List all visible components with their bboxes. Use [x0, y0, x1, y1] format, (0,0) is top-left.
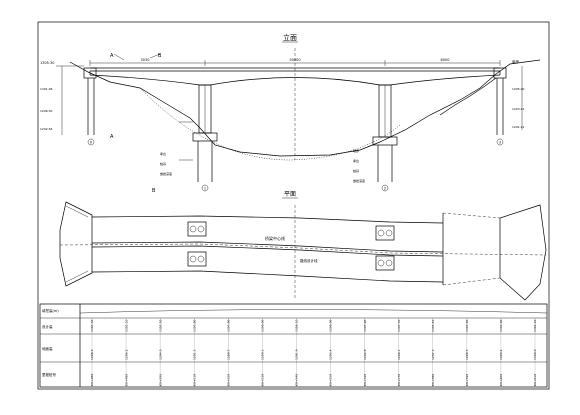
left-level-2: 1296.30	[40, 109, 52, 113]
ground-value: 1293.4	[329, 349, 333, 360]
section-mark-b-top: B	[158, 53, 162, 59]
station-label: K0+570	[397, 374, 401, 386]
right-abutment: 南岸 1295.00 1293.01 1291.21 3	[439, 59, 524, 146]
ground-value: 1296.1	[397, 349, 401, 360]
elevation-title: 立面	[283, 33, 297, 42]
station-label: K0+530	[261, 374, 265, 386]
table-columns: 1304.50 1298.6K0+480 1305.10 1296.2K0+490 13…	[90, 318, 537, 387]
design-value: 1306.10	[295, 320, 299, 332]
drawing-border	[37, 21, 550, 390]
section-mark-a-top: A	[110, 53, 114, 59]
pier-1: 承台 桩基 嵌岩深度 1	[160, 84, 218, 192]
right-level-2: 1293.01	[512, 107, 524, 111]
ground-value: 1299.2	[499, 349, 503, 360]
section-mark-a-bottom: A	[110, 134, 114, 140]
ground-value: 1291.9	[295, 349, 299, 360]
pier2-note-body: 墩身	[353, 148, 359, 153]
station-label: K0+580	[431, 374, 435, 386]
design-value: 1305.10	[124, 320, 128, 332]
right-slope-steps	[439, 77, 497, 116]
design-value: 1304.50	[90, 320, 94, 332]
geological-line	[139, 87, 401, 161]
design-value: 1305.90	[227, 320, 231, 332]
left-level-3: 1292.56	[40, 127, 52, 131]
ground-value: 1298.5	[465, 349, 469, 360]
pier-2: 墩身 承台 桩基 嵌岩深度 2	[353, 84, 398, 192]
deck-edge-top	[91, 215, 444, 224]
span-label-left: 3030	[141, 58, 150, 62]
design-value: 1305.80	[192, 320, 196, 332]
pier2-note-cap: 承台	[353, 158, 359, 163]
design-value: 1306.00	[261, 320, 265, 332]
right-level-1: 1295.00	[512, 87, 524, 91]
table-row-label-station: 里程桩号	[42, 372, 56, 377]
design-value: 1306.00	[329, 320, 333, 332]
plan-view: 桥梁中心线 路线设计线	[59, 201, 547, 301]
abutment-label-0: 0	[90, 141, 92, 145]
plan-road-label: 路线设计线	[300, 258, 318, 263]
design-value: 1305.00	[465, 320, 469, 332]
ground-value: 1297.3	[431, 349, 435, 360]
station-label: K0+590	[465, 374, 469, 386]
pier1-note-cap: 承台	[160, 151, 166, 156]
ground-value: 1296.2	[124, 349, 128, 360]
station-label: K0+600	[499, 374, 503, 386]
abutment-label-2: 2	[384, 187, 386, 191]
table-row-label-ground: 地面高	[42, 346, 53, 351]
right-wingwall	[499, 204, 547, 301]
table-row-label-fill: 填挖高(m)	[42, 308, 59, 313]
pier1-note-depth: 嵌岩深度	[160, 171, 172, 176]
ground-value: 1300.0	[533, 349, 537, 360]
pier1-note-pile: 桩基	[160, 161, 166, 166]
station-label: K0+540	[295, 374, 299, 386]
design-value: 1305.50	[158, 320, 162, 332]
design-value: 1304.60	[499, 320, 503, 332]
section-mark-b-bottom: B	[152, 188, 156, 194]
station-label: K0+610	[533, 374, 537, 386]
left-level-1: 1301.06	[40, 87, 52, 91]
ground-value: 1294.8	[363, 349, 367, 360]
station-label: K0+560	[363, 374, 367, 386]
plan-center-label: 桥梁中心线	[265, 235, 285, 241]
ground-value: 1294.0	[158, 349, 162, 360]
section-marks: A B A B	[110, 53, 162, 194]
station-label: K0+510	[192, 374, 196, 386]
ground-value: 1290.3	[261, 349, 265, 360]
left-abutment: 1305.30 1301.06 1296.30 1292.56 0	[40, 61, 97, 146]
left-wingwall	[59, 201, 93, 287]
design-value: 1305.90	[363, 320, 367, 332]
plan-title: 平面	[284, 191, 296, 198]
right-level-3: 1291.21	[512, 125, 524, 129]
station-label: K0+480	[90, 374, 94, 386]
fill-curve	[79, 309, 548, 314]
ground-value: 1291.5	[192, 349, 196, 360]
right-side-label: 南岸	[512, 59, 520, 64]
design-value: 1305.40	[431, 320, 435, 332]
ground-value: 1298.6	[90, 349, 94, 360]
station-label: K0+550	[329, 374, 333, 386]
pier2-note-depth: 嵌岩深度	[353, 178, 365, 183]
abutment-label-3: 3	[499, 141, 501, 145]
plan-centerline	[59, 243, 547, 256]
abutment-label-1: 1	[204, 187, 206, 191]
deck-edge-mid	[91, 241, 444, 253]
deck-edge-bottom	[91, 270, 444, 283]
span-label-right: 6000	[441, 58, 450, 62]
ground-profile	[69, 59, 541, 157]
left-elev-label: 1305.30	[40, 61, 54, 65]
design-value: 1305.70	[397, 320, 401, 332]
profile-table: 填挖高(m) 设计高 地面高 里程桩号 1304.501298.6K0+4801…	[39, 303, 548, 388]
station-label: K0+500	[158, 374, 162, 386]
station-label: K0+520	[227, 374, 231, 386]
pier2-note-pile: 桩基	[353, 168, 359, 173]
table-row-label-design: 设计高	[42, 324, 53, 329]
design-value: 1304.10	[533, 320, 537, 332]
station-label: K0+490	[124, 374, 128, 386]
ground-value: 1289.7	[227, 349, 231, 360]
